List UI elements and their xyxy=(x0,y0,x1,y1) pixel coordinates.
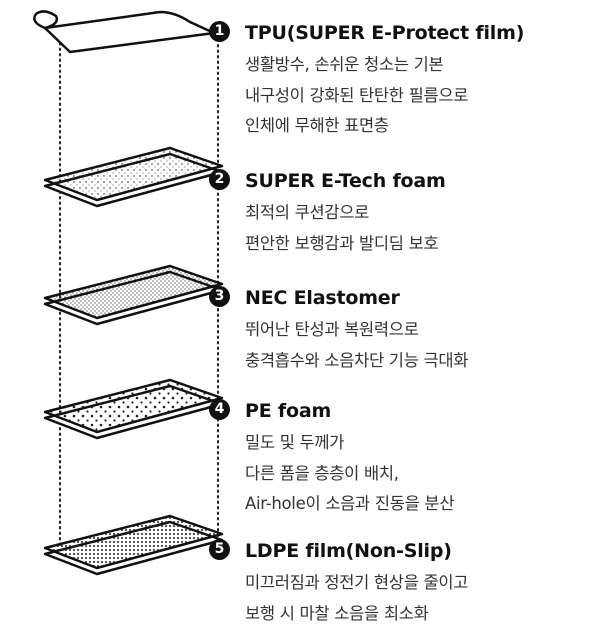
desc-line: 편안한 보행감과 발디딤 보호 xyxy=(245,233,439,253)
desc-line: 밀도 및 두께가 xyxy=(245,433,345,452)
number-badge: 5 xyxy=(209,539,230,560)
layer-4-description: 4 PE foam 밀도 및 두께가 다른 폼을 층층이 배치, Air-hol… xyxy=(209,399,455,520)
desc-line: 충격흡수와 소음차단 기능 극대화 xyxy=(245,350,469,370)
layer-4-pe-foam xyxy=(43,378,224,440)
layer-3-elastomer xyxy=(43,264,224,326)
number-badge: 4 xyxy=(209,399,230,420)
layer-3-description: 3 NEC Elastomer 뛰어난 탄성과 복원력으로 충격흡수와 소음차단… xyxy=(209,286,469,376)
desc-line: 뛰어난 탄성과 복원력으로 xyxy=(245,320,419,339)
layer-5-description: 5 LDPE film(Non-Slip) 미끄러짐과 정전기 현상을 줄이고 … xyxy=(209,539,469,629)
layer-title: NEC Elastomer xyxy=(245,287,400,309)
desc-line: 다른 폼을 층층이 배치, xyxy=(245,463,399,483)
desc-line: Air-hole이 소음과 진동을 분산 xyxy=(245,494,455,513)
layer-title: SUPER E-Tech foam xyxy=(245,170,446,192)
desc-line: 인체에 무해한 표면층 xyxy=(245,116,389,135)
desc-line: 생활방수, 손쉬운 청소는 기본 xyxy=(245,55,444,74)
number-badge: 1 xyxy=(209,21,230,42)
desc-line: 최적의 쿠션감으로 xyxy=(245,203,369,222)
layer-2-foam xyxy=(43,146,224,208)
layer-2-description: 2 SUPER E-Tech foam 최적의 쿠션감으로 편안한 보행감과 발… xyxy=(209,169,446,259)
number-badge: 3 xyxy=(209,286,230,307)
number-badge: 2 xyxy=(209,169,230,190)
layer-title: TPU(SUPER E-Protect film) xyxy=(245,22,525,44)
layer-title: LDPE film(Non-Slip) xyxy=(245,540,452,562)
layer-1-tpu-film xyxy=(33,10,216,54)
layer-1-description: 1 TPU(SUPER E-Protect film) 생활방수, 손쉬운 청소… xyxy=(209,21,525,142)
desc-line: 내구성이 강화된 탄탄한 필름으로 xyxy=(245,85,469,105)
desc-line: 보행 시 마찰 소음을 최소화 xyxy=(245,603,429,623)
layer-5-ldpe-film xyxy=(43,514,224,576)
layer-title: PE foam xyxy=(245,400,332,422)
desc-line: 미끄러짐과 정전기 현상을 줄이고 xyxy=(245,573,469,592)
